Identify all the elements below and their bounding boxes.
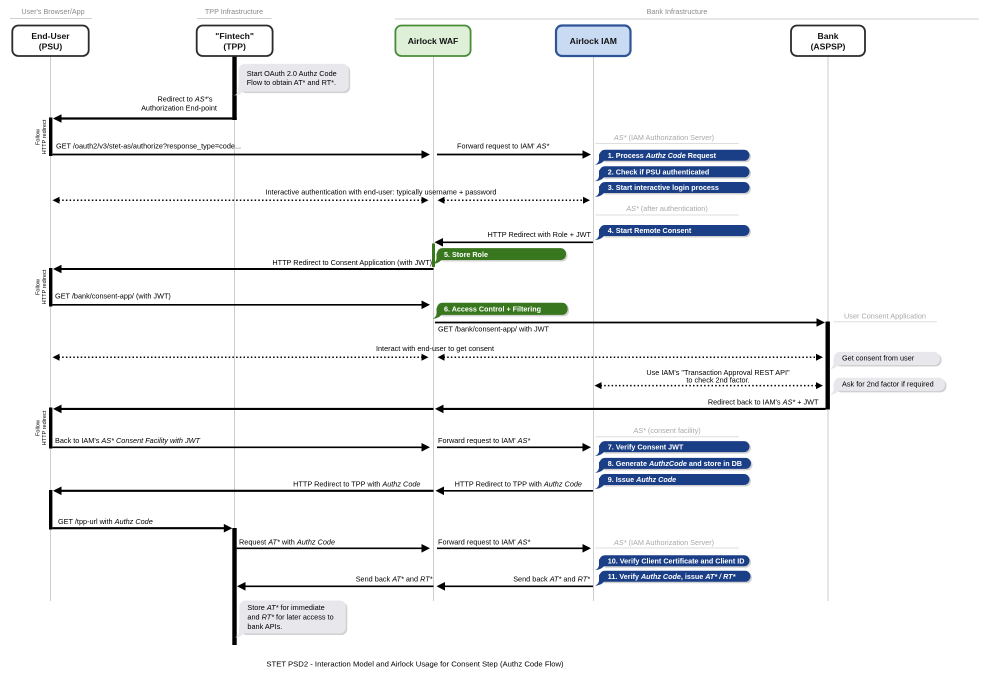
svg-text:4. Start Remote Consent: 4. Start Remote Consent	[608, 226, 692, 235]
svg-text:GET /bank/consent-app/ with JW: GET /bank/consent-app/ with JWT	[438, 325, 550, 334]
svg-text:HTTP Redirect with Role + JWT: HTTP Redirect with Role + JWT	[488, 230, 592, 239]
svg-text:HTTP Redirect to TPP with Auth: HTTP Redirect to TPP with Authz Code	[293, 479, 420, 488]
svg-text:Follow: Follow	[36, 419, 42, 436]
svg-text:Interactive authentication wit: Interactive authentication with end-user…	[266, 187, 497, 196]
svg-text:Store AT* for immediate: Store AT* for immediate	[247, 603, 324, 612]
svg-text:Get consent from user: Get consent from user	[842, 354, 915, 363]
svg-text:Bank: Bank	[817, 31, 838, 41]
svg-text:5. Store Role: 5. Store Role	[444, 250, 488, 259]
svg-text:TPP Infrastructure: TPP Infrastructure	[205, 7, 263, 16]
svg-text:Authorization End-point: Authorization End-point	[141, 104, 217, 113]
svg-text:bank APIs.: bank APIs.	[247, 622, 282, 631]
svg-text:Flow to obtain AT* and RT*.: Flow to obtain AT* and RT*.	[247, 78, 336, 87]
svg-text:Send back AT* and RT*: Send back AT* and RT*	[356, 575, 434, 584]
svg-text:AS* (consent facility): AS* (consent facility)	[632, 426, 700, 435]
svg-text:User's Browser/App: User's Browser/App	[21, 7, 84, 16]
svg-text:(PSU): (PSU)	[39, 42, 63, 52]
svg-text:Forward request to IAM' AS*: Forward request to IAM' AS*	[438, 537, 531, 546]
svg-text:Request AT* with Authz Code: Request AT* with Authz Code	[239, 537, 335, 546]
svg-text:Send back AT* and RT*: Send back AT* and RT*	[513, 575, 591, 584]
svg-text:Forward request to IAM' AS*: Forward request to IAM' AS*	[457, 142, 550, 151]
svg-text:GET /tpp-url with Authz Code: GET /tpp-url with Authz Code	[58, 517, 153, 526]
svg-text:Bank Infrastructure: Bank Infrastructure	[647, 7, 708, 16]
svg-text:Ask for 2nd factor if required: Ask for 2nd factor if required	[842, 379, 934, 388]
svg-text:AS* (IAM Authorization Server): AS* (IAM Authorization Server)	[613, 133, 714, 142]
svg-text:Back to IAM's AS* Consent Faci: Back to IAM's AS* Consent Facility with …	[55, 436, 200, 445]
svg-text:Interact with end-user to get: Interact with end-user to get consent	[376, 344, 494, 353]
svg-text:9. Issue Authz Code: 9. Issue Authz Code	[608, 475, 676, 484]
svg-text:Airlock WAF: Airlock WAF	[408, 36, 459, 46]
svg-text:HTTP Redirect to Consent Appli: HTTP Redirect to Consent Application (wi…	[272, 258, 432, 267]
svg-text:"Fintech": "Fintech"	[215, 31, 254, 41]
svg-text:(TPP): (TPP)	[223, 42, 246, 52]
svg-text:User Consent Application: User Consent Application	[844, 312, 926, 321]
svg-text:STET PSD2 - Interaction Model: STET PSD2 - Interaction Model and Airloc…	[266, 660, 564, 669]
svg-text:11. Verify Authz Code, issue A: 11. Verify Authz Code, issue AT* / RT*	[608, 572, 737, 581]
svg-text:HTTP Redirect to TPP with Auth: HTTP Redirect to TPP with Authz Code	[455, 479, 582, 488]
svg-text:GET /bank/consent-app/ (with J: GET /bank/consent-app/ (with JWT)	[55, 292, 171, 301]
svg-text:to check 2nd factor.: to check 2nd factor.	[686, 375, 749, 384]
svg-text:6. Access Control + Filtering: 6. Access Control + Filtering	[444, 305, 541, 314]
svg-text:2. Check if PSU authenticated: 2. Check if PSU authenticated	[608, 168, 709, 177]
svg-text:GET /oauth2/v3/stet-as/authori: GET /oauth2/v3/stet-as/authorize?respons…	[56, 142, 241, 151]
svg-text:HTTP redirect: HTTP redirect	[42, 269, 48, 304]
svg-text:Start OAuth 2.0 Authz Code: Start OAuth 2.0 Authz Code	[247, 69, 337, 78]
svg-text:and RT* for later access to: and RT* for later access to	[247, 613, 333, 622]
svg-text:HTTP redirect: HTTP redirect	[42, 410, 48, 445]
svg-text:AS* (after authentication): AS* (after authentication)	[625, 204, 708, 213]
svg-text:Follow: Follow	[36, 278, 42, 295]
svg-text:10. Verify Client Certificate: 10. Verify Client Certificate and Client…	[608, 556, 745, 565]
svg-text:Redirect back to IAM's AS* + J: Redirect back to IAM's AS* + JWT	[708, 397, 819, 406]
svg-text:1. Process Authz Code Request: 1. Process Authz Code Request	[608, 151, 717, 160]
svg-text:3. Start interactive login pro: 3. Start interactive login process	[608, 183, 719, 192]
svg-text:8. Generate AuthzCode and sto: 8. Generate AuthzCode and store in DB	[608, 459, 742, 468]
svg-text:7. Verify Consent JWT: 7. Verify Consent JWT	[608, 442, 684, 451]
svg-text:Airlock IAM: Airlock IAM	[570, 36, 617, 46]
svg-text:HTTP redirect: HTTP redirect	[42, 119, 48, 154]
svg-text:Use IAM's "Transaction Approva: Use IAM's "Transaction Approval REST API…	[646, 368, 790, 377]
svg-text:Forward request to IAM' AS*: Forward request to IAM' AS*	[438, 436, 531, 445]
svg-text:(ASPSP): (ASPSP)	[811, 42, 846, 52]
svg-text:Redirect to AS*'s: Redirect to AS*'s	[158, 95, 213, 104]
svg-text:Follow: Follow	[36, 128, 42, 145]
svg-text:AS* (IAM Authorization Server): AS* (IAM Authorization Server)	[613, 538, 714, 547]
svg-text:End-User: End-User	[31, 31, 70, 41]
